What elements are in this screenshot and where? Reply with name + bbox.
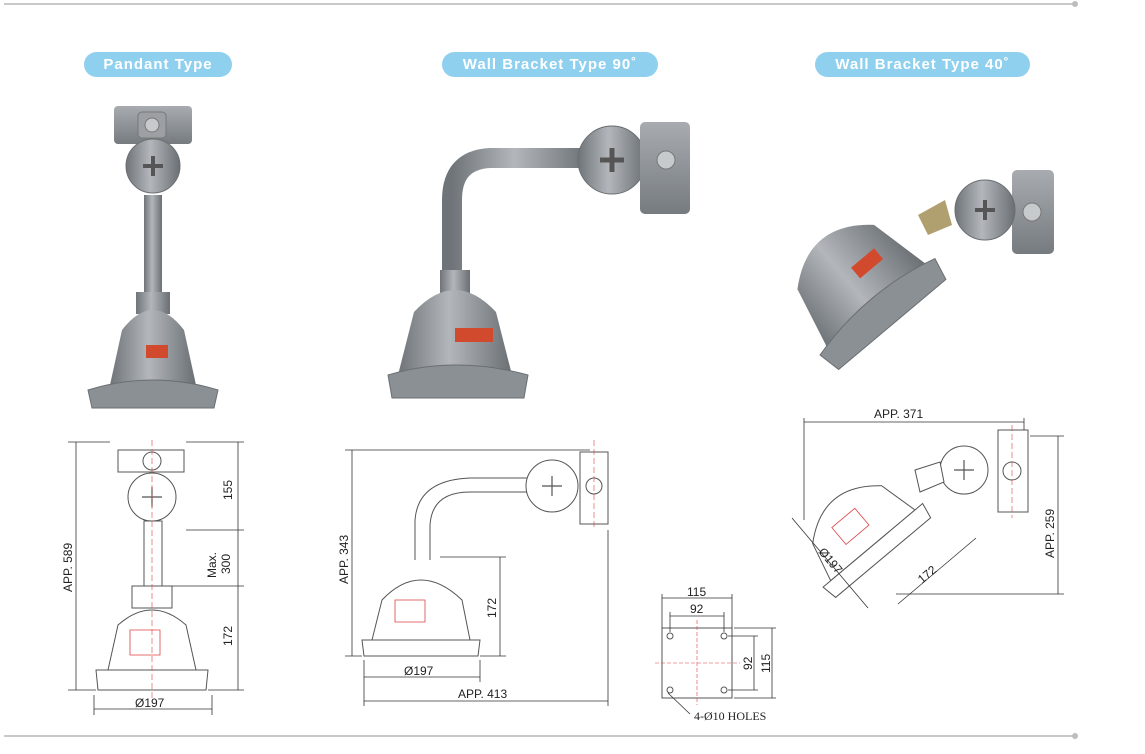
pendant-fixture-photo [87, 106, 219, 409]
plate-inner-width: 92 [690, 602, 704, 616]
title-pendant-type: Pandant Type [84, 52, 232, 77]
plate-outer-width: 115 [687, 585, 706, 599]
mounting-plate-drawing: 115 92 92 115 4-Ø10 HOLES [655, 585, 776, 723]
plate-holes-label: 4-Ø10 HOLES [694, 709, 766, 723]
wall40-dimension-drawing: APP. 371 APP. 259 Ø197 172 [791, 407, 1064, 609]
wall90-body-dimension: 172 [485, 598, 499, 618]
pendant-height-label: APP. 589 [61, 543, 75, 592]
title-wall-bracket-90: Wall Bracket Type 90˚ [442, 52, 658, 77]
pendant-max-label: Max. [205, 552, 219, 578]
wall90-diameter-label: Ø197 [404, 664, 434, 678]
plate-outer-height: 115 [759, 654, 773, 673]
wall40-fixture-photo [797, 170, 1054, 371]
pendant-top-dimension: 155 [221, 480, 235, 500]
wall90-fixture-photo [387, 122, 690, 399]
wall90-height-label: APP. 343 [337, 535, 351, 584]
plate-inner-height: 92 [741, 656, 755, 670]
pendant-body-dimension: 172 [221, 626, 235, 646]
pendant-diameter-label: Ø197 [135, 696, 165, 710]
pendant-max-value: 300 [219, 554, 233, 574]
title-wall-bracket-40: Wall Bracket Type 40˚ [815, 52, 1030, 77]
wall90-dimension-drawing: APP. 343 172 Ø197 APP. 413 [337, 440, 609, 706]
wall40-body-dimension: 172 [915, 562, 940, 586]
pendant-dimension-drawing: APP. 589 155 Max. 300 172 Ø197 [61, 440, 244, 715]
wall40-width-label: APP. 371 [874, 407, 923, 421]
wall90-reach-label: APP. 413 [458, 687, 507, 701]
top-divider [4, 1, 1078, 7]
wall40-height-label: APP. 259 [1043, 509, 1057, 558]
bottom-divider [4, 733, 1078, 739]
